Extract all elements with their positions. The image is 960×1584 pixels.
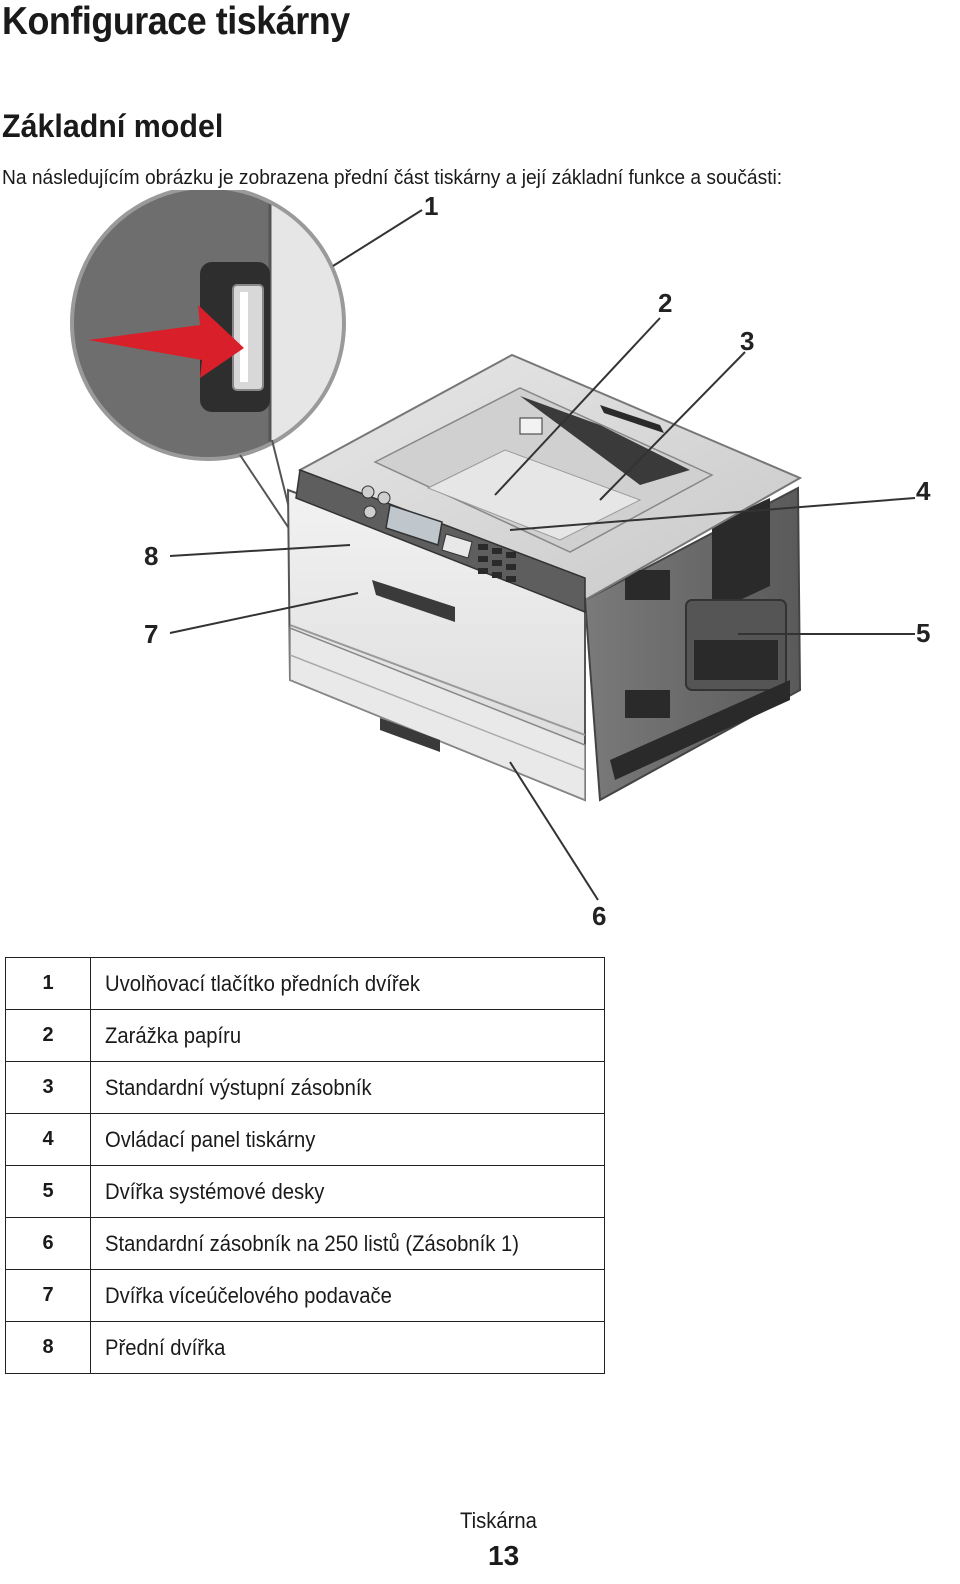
part-description: Zarážka papíru <box>90 1009 605 1062</box>
table-row: 6 Standardní zásobník na 250 listů (Záso… <box>5 1217 605 1270</box>
part-description: Uvolňovací tlačítko předních dvířek <box>90 957 605 1010</box>
table-row: 7 Dvířka víceúčelového podavače <box>5 1269 605 1322</box>
part-number: 3 <box>5 1061 91 1114</box>
callout-2: 2 <box>658 288 672 318</box>
callout-1: 1 <box>424 191 438 221</box>
footer-section-label: Tiskárna <box>460 1508 537 1533</box>
part-description: Ovládací panel tiskárny <box>90 1113 605 1166</box>
parts-legend-table: 1 Uvolňovací tlačítko předních dvířek 2 … <box>5 957 605 1374</box>
part-description: Standardní výstupní zásobník <box>90 1061 605 1114</box>
callout-3: 3 <box>740 326 754 356</box>
table-row: 1 Uvolňovací tlačítko předních dvířek <box>5 957 605 1010</box>
page-title: Konfigurace tiskárny <box>2 0 350 43</box>
part-number: 1 <box>5 957 91 1010</box>
callout-labels: 1 2 3 4 5 6 7 8 <box>144 191 931 931</box>
table-row: 2 Zarážka papíru <box>5 1009 605 1062</box>
callout-4: 4 <box>916 476 931 506</box>
table-row: 3 Standardní výstupní zásobník <box>5 1061 605 1114</box>
part-description: Dvířka systémové desky <box>90 1165 605 1218</box>
callout-leaders <box>169 209 916 901</box>
printer-body <box>286 353 803 802</box>
table-row: 4 Ovládací panel tiskárny <box>5 1113 605 1166</box>
part-number: 8 <box>5 1321 91 1374</box>
part-number: 2 <box>5 1009 91 1062</box>
part-number: 5 <box>5 1165 91 1218</box>
callout-8: 8 <box>144 541 158 571</box>
callout-6: 6 <box>592 901 606 931</box>
part-description: Dvířka víceúčelového podavače <box>90 1269 605 1322</box>
callout-7: 7 <box>144 619 158 649</box>
part-number: 7 <box>5 1269 91 1322</box>
part-description: Standardní zásobník na 250 listů (Zásobn… <box>90 1217 605 1270</box>
part-description: Přední dvířka <box>90 1321 605 1374</box>
part-number: 4 <box>5 1113 91 1166</box>
table-row: 5 Dvířka systémové desky <box>5 1165 605 1218</box>
section-title: Základní model <box>2 108 224 144</box>
printer-illustration: 1 2 3 4 5 6 7 8 <box>70 190 931 931</box>
callout-5: 5 <box>916 618 930 648</box>
intro-paragraph: Na následujícím obrázku je zobrazena pře… <box>2 167 783 189</box>
table-row: 8 Přední dvířka <box>5 1321 605 1374</box>
part-number: 6 <box>5 1217 91 1270</box>
page-number: 13 <box>488 1540 520 1571</box>
